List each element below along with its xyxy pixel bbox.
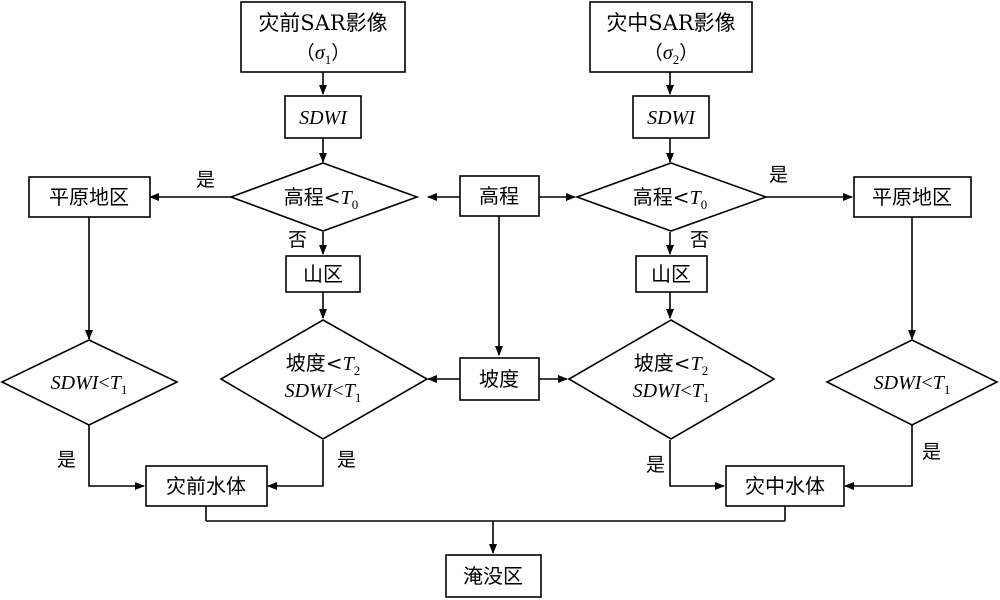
edge-mtndec-to-prewater [267, 440, 324, 490]
flooded-area-node: 淹没区 [445, 554, 542, 598]
slope-label: 坡度 [479, 367, 519, 391]
pre-disaster-sar-node: 灾前SAR影像 （σ1） [240, 1, 406, 73]
sdwi-left-label: SDWI [299, 107, 348, 129]
elevation-decision-right-text: 高程<T0 [633, 185, 707, 212]
plain-right-node: 平原地区 [853, 176, 972, 218]
sdwi-decision-right: SDWI<T1 [825, 339, 999, 426]
mountain-left-node: 山区 [285, 255, 361, 293]
no-label-elev-left: 否 [288, 229, 307, 251]
elevation-node: 高程 [459, 175, 540, 217]
no-label-elev-right: 否 [690, 229, 709, 251]
pre-sar-title: 灾前SAR影像 [258, 11, 387, 35]
plain-left-node: 平原地区 [28, 176, 151, 218]
sdwi-left-node: SDWI [284, 95, 362, 139]
mountain-left-label: 山区 [303, 262, 343, 286]
flooded-area-label: 淹没区 [463, 564, 523, 588]
pre-sar-sigma: （σ1） [296, 42, 350, 67]
mountain-right-node: 山区 [635, 255, 708, 293]
pre-water-label: 灾前水体 [166, 474, 246, 498]
mountain-decision-left: 坡度<T2 SDWI<T1 [219, 319, 429, 440]
yes-label-mtn-right: 是 [646, 454, 665, 476]
mid-disaster-water-node: 灾中水体 [725, 465, 845, 507]
yes-label-mtn-left: 是 [337, 449, 356, 471]
sdwi-decision-left: SDWI<T1 [0, 339, 179, 426]
edge-sdwidec-to-prewater [88, 425, 145, 490]
plain-right-label: 平原地区 [872, 185, 952, 209]
yes-label-sdwi-left: 是 [57, 449, 76, 471]
sdwi-decision-right-text: SDWI<T1 [874, 372, 951, 397]
edge-sdwidec-to-midwater [844, 425, 913, 490]
mountain-right-label: 山区 [651, 262, 691, 286]
elevation-label: 高程 [479, 184, 519, 208]
elevation-decision-left-text: 高程<T0 [284, 185, 358, 212]
mid-water-label: 灾中水体 [745, 474, 825, 498]
mountain-decision-left-line2: SDWI<T1 [285, 380, 362, 405]
connectors [85, 72, 916, 554]
slope-node: 坡度 [459, 357, 540, 401]
edge-mtndec-to-midwater [669, 440, 725, 490]
yes-label-elev-left: 是 [196, 169, 215, 191]
mountain-decision-right-line1: 坡度<T2 [634, 351, 708, 378]
mountain-decision-right: 坡度<T2 SDWI<T1 [567, 319, 776, 440]
elevation-decision-right: 高程<T0 [574, 162, 769, 232]
yes-label-elev-right: 是 [769, 164, 788, 186]
sdwi-decision-left-text: SDWI<T1 [51, 372, 128, 397]
mid-sar-sigma: （σ2） [644, 42, 698, 67]
mountain-decision-left-line1: 坡度<T2 [286, 351, 360, 378]
mid-sar-title: 灾中SAR影像 [606, 11, 735, 35]
plain-left-label: 平原地区 [49, 185, 129, 209]
elevation-decision-left: 高程<T0 [228, 162, 420, 232]
yes-label-sdwi-right: 是 [922, 441, 941, 463]
edge-labels: 是 是 否 否 是 是 是 是 [57, 164, 941, 476]
mid-disaster-sar-node: 灾中SAR影像 （σ2） [589, 1, 753, 73]
pre-disaster-water-node: 灾前水体 [145, 465, 268, 507]
sdwi-right-node: SDWI [632, 95, 710, 139]
sdwi-right-label: SDWI [647, 107, 696, 129]
mountain-decision-right-line2: SDWI<T1 [633, 380, 710, 405]
